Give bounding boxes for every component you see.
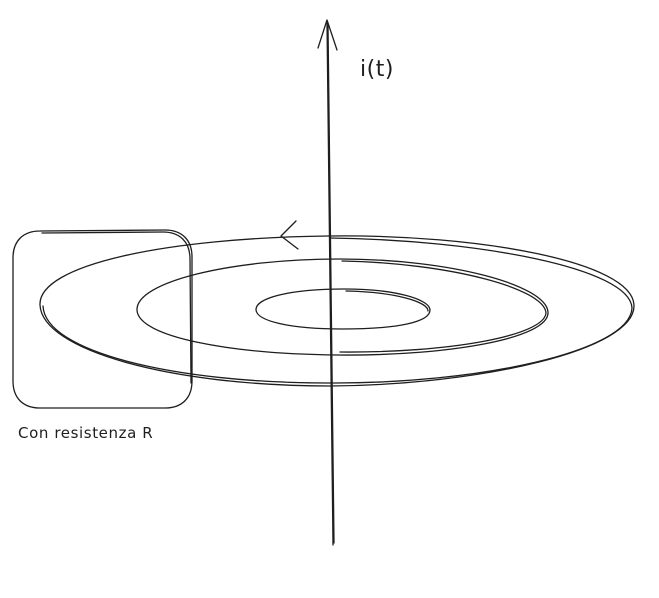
middle-loop-path xyxy=(136,258,549,356)
resistance-box-sketch xyxy=(41,231,192,384)
resistance-box xyxy=(12,229,193,409)
outer-loop xyxy=(39,220,635,387)
axis-line-sketch xyxy=(327,24,335,544)
inner-loop-sketch xyxy=(345,290,429,312)
direction-arrowhead xyxy=(280,220,299,250)
outer-loop-sketch xyxy=(42,237,633,384)
axis-line xyxy=(326,21,334,546)
axis-arrowhead xyxy=(317,19,338,51)
inner-loop xyxy=(255,288,431,330)
resistance-label: Con resistenza R xyxy=(18,424,154,442)
middle-loop xyxy=(136,258,549,356)
resistance-box-path xyxy=(12,229,193,409)
inner-loop-path xyxy=(255,288,431,330)
outer-loop-path xyxy=(39,235,635,387)
current-axis xyxy=(317,19,338,546)
current-axis-label: i(t) xyxy=(360,57,394,82)
middle-loop-sketch xyxy=(339,260,547,353)
